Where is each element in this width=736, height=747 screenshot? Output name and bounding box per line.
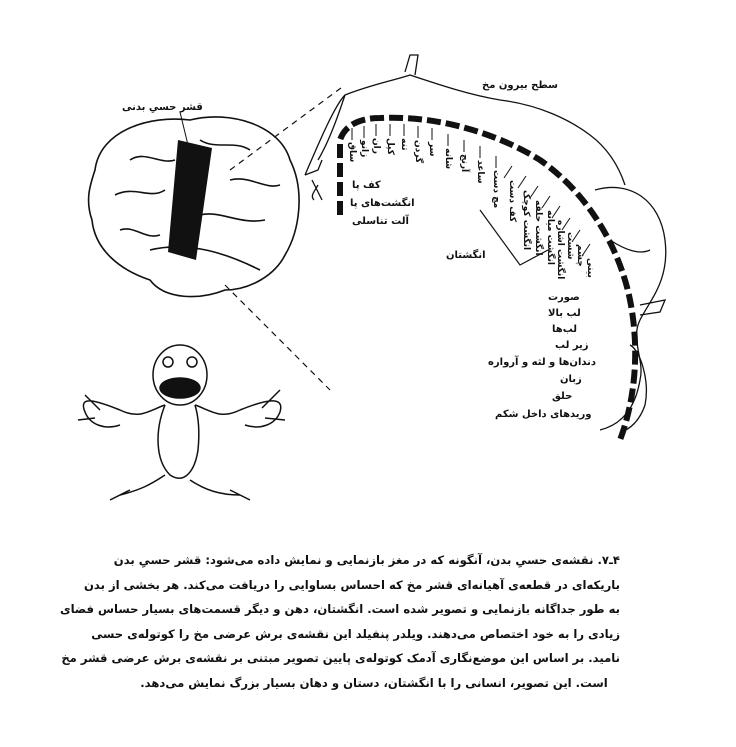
arc-body-part-label: ساعد — [475, 160, 485, 184]
arc-body-part-label: زانو — [359, 140, 369, 158]
arc-body-part-label: شانه — [443, 148, 453, 170]
caption-line: زیادی را به خود اختصاص می‌دهند. ویلدر پن… — [91, 626, 620, 641]
somatosensory-cortex-label: قشر حسیِ بدنی — [122, 102, 203, 113]
teeth-gums-jaw-label: دندان‌ها و لثه و آرواره — [488, 357, 597, 368]
toes-label: انگشت‌های پا — [350, 198, 415, 209]
arc-label-leader — [581, 243, 591, 257]
arc-body-part-label: ساق — [347, 142, 357, 163]
sole-label: کف پا — [352, 180, 381, 191]
somatosensory-strip — [168, 140, 212, 260]
arc-body-part-label: ران — [371, 138, 381, 154]
arc-body-part-label: مچ دست — [491, 170, 501, 209]
figure-drawing — [77, 54, 667, 501]
arc-label-leader — [541, 195, 551, 209]
arc-body-part-label: تنه — [399, 138, 409, 151]
arc-label-leader — [503, 165, 513, 179]
caption-line: به طور جداگانه بازنمایی و تصویر شده است.… — [59, 602, 620, 616]
pharynx-label: حلق — [552, 391, 573, 402]
arc-label-leader — [571, 229, 581, 243]
brain-sketch — [87, 84, 346, 391]
caption-line: است. این تصویر، انسانی را با انگشتان، دس… — [140, 675, 608, 690]
cortex-arc — [337, 114, 639, 442]
arc-label-leader — [517, 175, 527, 189]
genitals-label: آلت تناسلی — [352, 216, 409, 227]
arc-body-part-label: گردن — [413, 140, 423, 164]
arc-body-part-label: انگشت حلقه — [533, 200, 543, 256]
arc-body-part-label: کپل — [385, 138, 395, 155]
arc-label-leader — [529, 185, 539, 199]
face-label: صورت — [548, 292, 580, 303]
arc-body-part-label: سر — [427, 142, 437, 157]
arc-body-part-label: کف دست — [507, 180, 517, 223]
caption-line: باریکه‌ای در قطعه‌ی آهیانه‌ای قشر مخ که … — [83, 577, 620, 592]
figure-caption: ۴ـ۷. نقشه‌ی حسیِ بدن، آنگونه که در مغز ب… — [59, 548, 620, 695]
arc-label-leader — [551, 205, 561, 219]
upper-lip-label: لب بالا — [548, 308, 581, 319]
lips-label: لب‌ها — [552, 324, 578, 335]
arc-body-part-label: بینی — [585, 258, 595, 278]
body-outline — [304, 54, 667, 433]
caption-line: ۴ـ۷. نقشه‌ی حسیِ بدن، آنگونه که در مغز ب… — [113, 553, 620, 567]
arc-body-part-label: آرنج — [459, 154, 469, 173]
caption-line: نامید. بر اساس این موضع‌نگاری آدمک کوتول… — [61, 651, 620, 665]
tongue-label: زبان — [560, 374, 582, 385]
homunculus-figure: قشر حسیِ بدنی سطح بیرون مخ کف پا انگشت‌ه… — [77, 54, 667, 501]
homunculus-cartoon — [77, 344, 286, 501]
arc-body-part-label: انگشت کوچک — [521, 190, 531, 251]
arc-label-leader — [561, 217, 571, 231]
lower-lip-label: زیر لب — [555, 340, 589, 351]
outer-surface-label: سطح بیرون مخ — [482, 80, 558, 91]
intra-abdominal-label: وریدهای داخل شکم — [495, 409, 592, 420]
fingers-label: انگشتان — [446, 250, 486, 261]
